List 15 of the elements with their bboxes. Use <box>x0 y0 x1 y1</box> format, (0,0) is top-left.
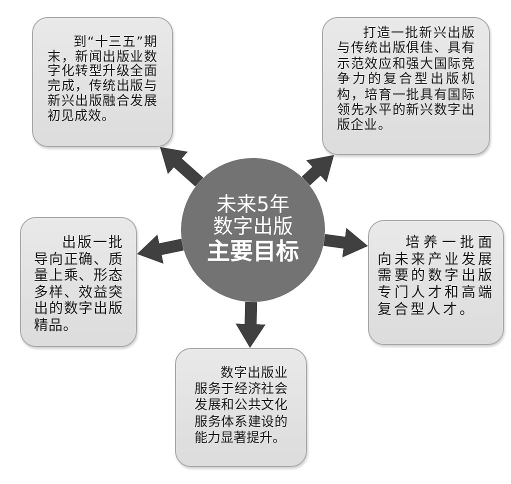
goal-text: 打造一批新兴出版与传统出版俱佳、具有示范效应和强大国际竞争力的复合型出版机构，培育一批具有国际领先水平的新兴数字出版企业。 <box>337 26 475 134</box>
arrow <box>136 234 184 264</box>
goal-text: 出版一批导向正确、质量上乘、形态多样、效益突出的数字出版精品。 <box>34 235 123 334</box>
hub-subtitle: 主要目标 <box>207 238 299 267</box>
arrow <box>323 228 369 258</box>
goal-text: 数字出版业服务于经济社会发展和公共文化服务体系建设的能力显著提升。 <box>194 366 288 448</box>
goal-text: 培养一批面向未来产业发展需要的数字出版专门人才和高端复合型人才。 <box>378 235 494 319</box>
hub-title: 未来5年数字出版 <box>212 193 294 237</box>
goal-card <box>20 217 137 347</box>
goal-card <box>32 17 173 147</box>
goal-card <box>368 220 504 345</box>
goal-card <box>175 348 307 467</box>
arrow <box>236 302 266 348</box>
goal-card <box>322 17 490 155</box>
goal-text: 到“十三五”期末，新闻出版业数字化转型升级全面完成，传统出版与新兴出版融合发展初见成效。 <box>48 36 158 124</box>
